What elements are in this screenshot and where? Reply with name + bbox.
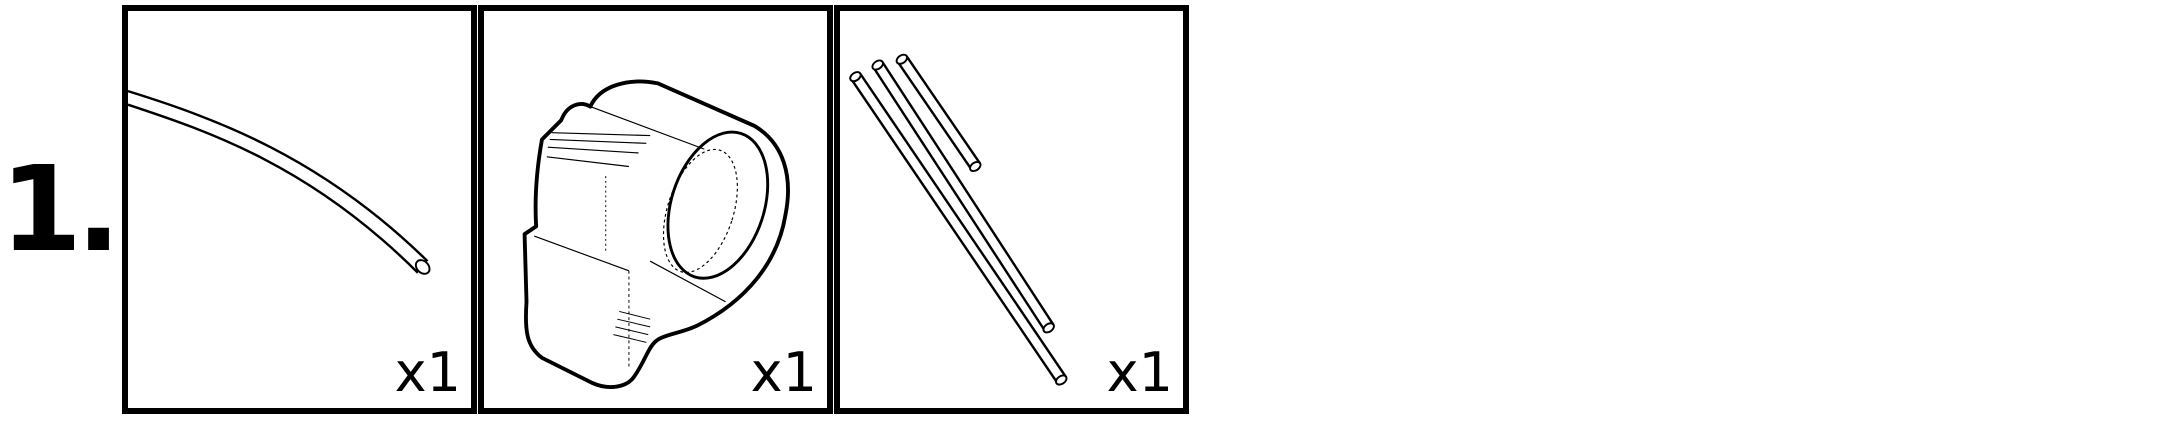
cord-icon xyxy=(128,89,431,275)
part-panel-pins: x1 xyxy=(834,5,1189,414)
step-number: 1. xyxy=(0,140,121,278)
pins-icon xyxy=(849,53,1068,386)
part-panel-clamp-ring: x1 xyxy=(478,5,833,414)
quantity-label: x1 xyxy=(750,341,817,404)
quantity-label: x1 xyxy=(394,341,461,404)
part-panel-cord: x1 xyxy=(122,5,477,414)
clamp-ring-icon xyxy=(522,79,790,389)
quantity-label: x1 xyxy=(1106,341,1173,404)
